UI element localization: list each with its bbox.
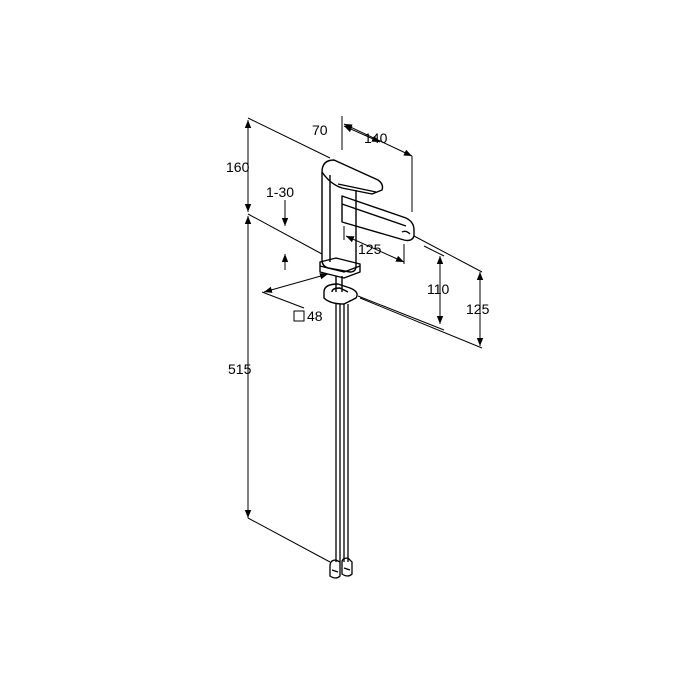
base-plate — [319, 257, 361, 279]
dim-base-size: 48 — [307, 308, 323, 324]
lever-handle — [321, 159, 384, 195]
dim-handle-width: 70 — [312, 122, 328, 138]
dim-spout-reach: 125 — [358, 241, 382, 257]
dimension-labels: 70 140 160 1-30 125 110 125 515 48 — [226, 122, 490, 377]
hose-connector-left — [329, 559, 341, 579]
mounting-washer — [323, 283, 358, 305]
square-symbol-icon — [293, 310, 305, 322]
dimension-lines — [244, 120, 484, 518]
faucet-body — [319, 159, 415, 305]
dim-hose-length: 515 — [228, 361, 252, 377]
dim-outlet-height: 125 — [466, 301, 490, 317]
dim-spout-length: 140 — [364, 130, 388, 146]
extension-lines — [247, 116, 483, 563]
hose-connector-right — [341, 557, 353, 577]
dim-clamping-range: 1-30 — [266, 184, 294, 200]
dim-total-height-top: 160 — [226, 159, 250, 175]
dim-spout-height: 110 — [427, 281, 450, 297]
supply-hoses — [329, 304, 353, 579]
spout — [341, 195, 415, 242]
